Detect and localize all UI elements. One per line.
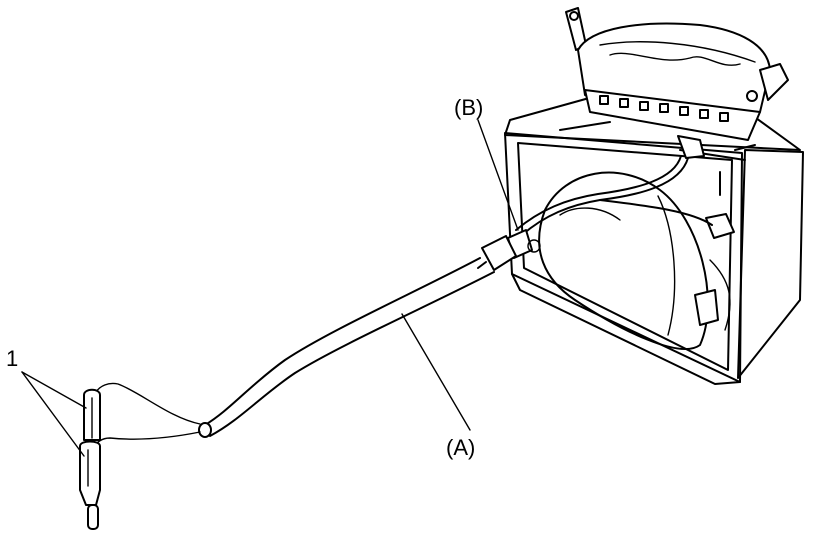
module-harness [515, 155, 713, 236]
test-probes [79, 388, 101, 530]
leader-lines [21, 119, 519, 457]
cable-a [91, 235, 517, 451]
callout-b: (B) [454, 95, 483, 120]
airbag-module [565, 7, 789, 159]
callout-a: (A) [446, 435, 475, 460]
callout-1: 1 [6, 346, 18, 371]
tire-box-assembly [504, 94, 804, 385]
mounting-studs [599, 95, 729, 122]
